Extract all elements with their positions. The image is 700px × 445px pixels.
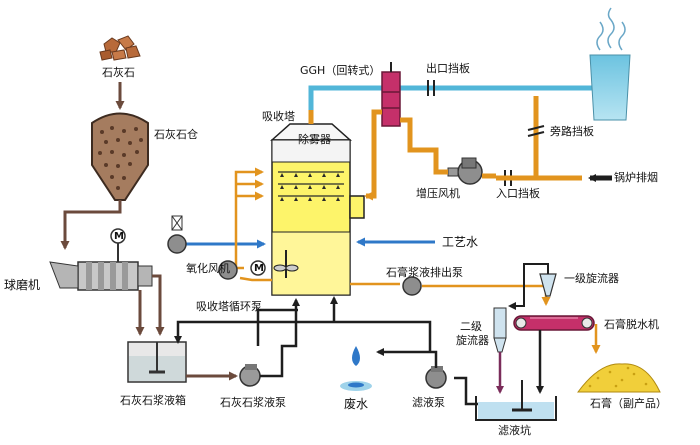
label-gypsum-dewatering: 石膏脱水机: [604, 318, 659, 331]
label-secondary-cyclone-line1: 二级: [460, 320, 482, 333]
label-booster-fan: 增压风机: [416, 187, 460, 200]
label-boiler-flue-gas: 锅炉排烟: [614, 171, 658, 184]
pump-icon: [239, 364, 261, 387]
stack: [589, 54, 631, 121]
ball-mill: [49, 261, 153, 291]
damper-icon: [527, 125, 545, 137]
slurry-to-absorber-line: [260, 298, 300, 378]
label-bypass-damper: 旁路挡板: [550, 125, 594, 138]
gypsum-pile: [577, 363, 661, 393]
label-ball-mill: 球磨机: [4, 278, 41, 292]
label-primary-cyclone: 一级旋流器: [564, 272, 619, 285]
limestone-silo: [91, 112, 149, 201]
label-filtrate-pump: 滤液泵: [412, 396, 445, 409]
motor-icon: [250, 260, 266, 276]
gypsum-dewatering-belt: [513, 315, 595, 331]
oxidation-fan: [167, 215, 187, 254]
filtrate-pit: [475, 380, 557, 421]
label-process-water: 工艺水: [442, 235, 479, 249]
label-outlet-damper: 出口挡板: [426, 62, 470, 75]
motor-symbol-absorber: M: [254, 263, 264, 274]
ggh-to-absorber-line: [364, 109, 382, 201]
label-limestone-slurry-pump: 石灰石浆液泵: [220, 396, 286, 409]
ggh-heat-exchanger: [381, 62, 401, 127]
secondary-cyclone: [493, 307, 507, 353]
damper-icon: [427, 80, 435, 96]
pump-icon: [218, 260, 238, 280]
motor-symbol-mill: M: [114, 231, 124, 242]
label-absorber-recirc-pump: 吸收塔循环泵: [196, 300, 262, 313]
filtrate-return-line: [174, 320, 432, 352]
booster-fan: [447, 157, 483, 185]
limestone-slurry-tank: [127, 341, 187, 383]
limestone-rocks-icon: [99, 35, 141, 61]
label-limestone: 石灰石: [102, 66, 135, 79]
pump-icon: [425, 366, 447, 389]
mill-to-tank-line: [152, 274, 165, 336]
label-demister: 除雾器: [298, 133, 331, 146]
water-drop-icon: [340, 346, 372, 391]
primary-cyclone: [539, 273, 557, 297]
fan-icon: [273, 264, 299, 272]
label-limestone-slurry-tank: 石灰石浆液箱: [120, 394, 186, 407]
label-ggh: GGH（回转式）: [300, 64, 381, 77]
label-gypsum-byproduct: 石膏（副产品）: [590, 397, 667, 410]
pump-icon: [402, 276, 422, 296]
waste-water-line: [376, 348, 438, 368]
label-filtrate-pit: 滤液坑: [498, 424, 531, 437]
gypsum-discharge-line: [422, 284, 551, 306]
label-limestone-silo: 石灰石仓: [154, 128, 198, 141]
recirc-line-1: [234, 167, 264, 270]
steam-icon: [596, 7, 626, 51]
label-secondary-cyclone-line2: 旋流器: [456, 334, 489, 347]
label-inlet-damper: 入口挡板: [496, 187, 540, 200]
label-gypsum-discharge-pump: 石膏浆液排出泵: [386, 266, 463, 279]
clean-gas-line: [308, 85, 384, 110]
silo-to-mill-line: [60, 200, 122, 250]
label-oxidation-fan: 氧化风机: [186, 262, 230, 275]
label-absorber: 吸收塔: [262, 110, 295, 123]
label-waste-water: 废水: [344, 397, 369, 411]
